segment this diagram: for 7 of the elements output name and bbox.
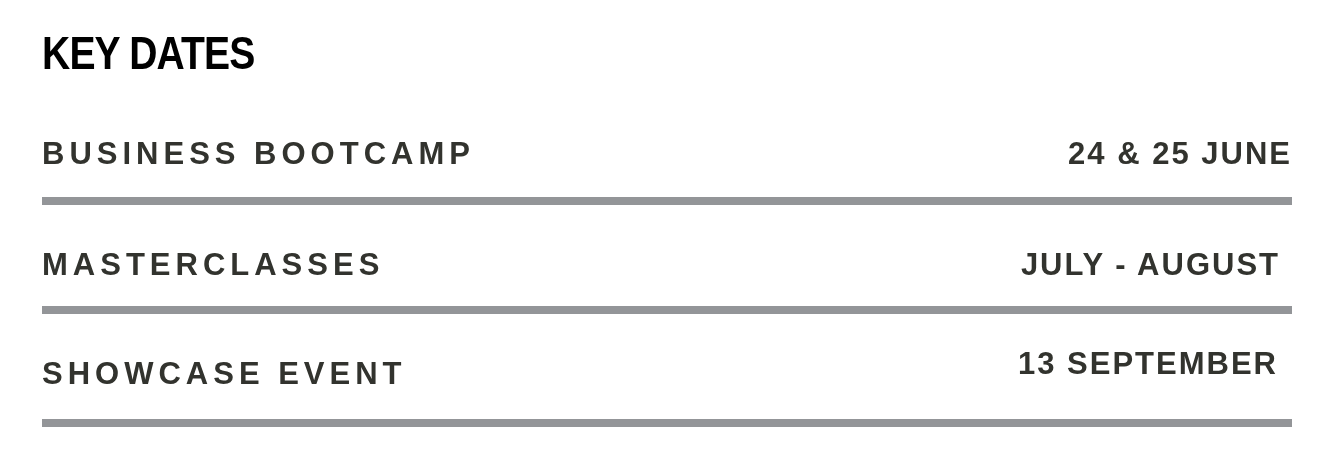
page-title: KEY DATES: [42, 26, 255, 80]
event-name: BUSINESS BOOTCAMP: [42, 136, 475, 172]
event-name: SHOWCASE EVENT: [42, 356, 407, 392]
event-date: 13 SEPTEMBER: [1018, 346, 1278, 382]
event-name: MASTERCLASSES: [42, 247, 385, 283]
event-date: JULY - AUGUST: [1020, 247, 1280, 283]
event-date: 24 & 25 JUNE: [1068, 136, 1292, 172]
